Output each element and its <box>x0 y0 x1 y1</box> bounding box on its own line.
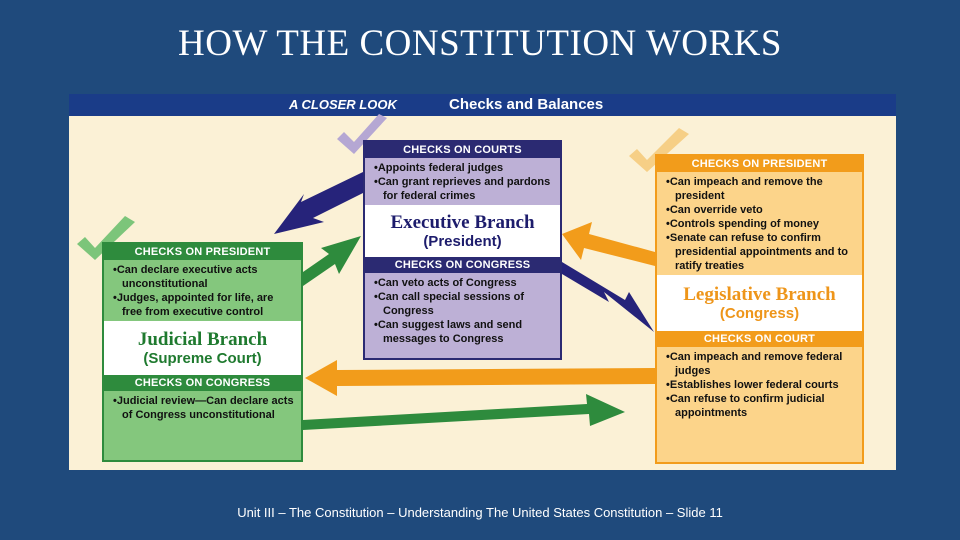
list-item: Can declare executive acts unconstitutio… <box>113 263 295 291</box>
judicial-branch-name: Judicial Branch (Supreme Court) <box>104 321 301 375</box>
legislative-subname: (Congress) <box>719 305 800 322</box>
judicial-top-list: Can declare executive acts unconstitutio… <box>104 260 301 321</box>
list-item: Controls spending of money <box>666 217 856 231</box>
list-item: Can call special sessions of Congress <box>374 290 554 318</box>
list-item: Can refuse to confirm judicial appointme… <box>666 392 856 420</box>
legislative-bottom-list: Can impeach and remove federal judges Es… <box>657 347 862 422</box>
legislative-name: Legislative Branch <box>683 284 836 305</box>
judicial-subname: (Supreme Court) <box>143 350 262 367</box>
list-item: Can veto acts of Congress <box>374 276 554 290</box>
executive-name: Executive Branch <box>390 212 535 233</box>
executive-top-list: Appoints federal judges Can grant reprie… <box>365 158 560 205</box>
executive-branch-box: CHECKS ON COURTS Appoints federal judges… <box>363 140 562 360</box>
judicial-bottom-list: Judicial review—Can declare acts of Cong… <box>104 391 301 424</box>
arrow-judicial-to-legislative <box>303 394 625 430</box>
executive-check-icon <box>337 114 387 154</box>
judicial-branch-box: CHECKS ON PRESIDENT Can declare executiv… <box>102 242 303 462</box>
legislative-check-icon <box>629 128 689 172</box>
slide-title: HOW THE CONSTITUTION WORKS <box>178 23 782 64</box>
arrow-executive-to-legislative <box>562 262 654 332</box>
arrow-judicial-to-executive <box>303 236 361 286</box>
judicial-bottom-heading: CHECKS ON CONGRESS <box>104 375 301 391</box>
judicial-name: Judicial Branch <box>137 329 268 350</box>
executive-branch-name: Executive Branch (President) <box>365 205 560 257</box>
legislative-top-heading: CHECKS ON PRESIDENT <box>657 156 862 172</box>
judicial-top-heading: CHECKS ON PRESIDENT <box>104 244 301 260</box>
list-item: Senate can refuse to confirm presidentia… <box>666 231 856 273</box>
figure-topic: Checks and Balances <box>449 96 604 113</box>
slide-footer: Unit III – The Constitution – Understand… <box>237 505 723 520</box>
list-item: Can suggest laws and send messages to Co… <box>374 318 554 346</box>
legislative-bottom-heading: CHECKS ON COURT <box>657 331 862 347</box>
list-item: Can impeach and remove the president <box>666 175 856 203</box>
arrow-legislative-to-executive <box>562 222 655 266</box>
legislative-branch-name: Legislative Branch (Congress) <box>657 275 862 331</box>
arrow-legislative-to-judicial <box>305 360 655 396</box>
judicial-check-icon <box>77 216 135 260</box>
list-item: Establishes lower federal courts <box>666 378 856 392</box>
figure-kicker: A CLOSER LOOK <box>289 97 397 112</box>
legislative-branch-box: CHECKS ON PRESIDENT Can impeach and remo… <box>655 154 864 464</box>
checks-and-balances-figure: A CLOSER LOOK Checks and Balances CHECKS… <box>69 94 896 470</box>
arrow-executive-to-judicial <box>274 172 369 234</box>
executive-subname: (President) <box>423 233 502 250</box>
executive-bottom-heading: CHECKS ON CONGRESS <box>365 257 560 273</box>
figure-header: A CLOSER LOOK Checks and Balances <box>69 94 896 116</box>
executive-top-heading: CHECKS ON COURTS <box>365 142 560 158</box>
legislative-top-list: Can impeach and remove the president Can… <box>657 172 862 275</box>
arrows-layer <box>77 114 689 430</box>
executive-bottom-list: Can veto acts of Congress Can call speci… <box>365 273 560 348</box>
list-item: Appoints federal judges <box>374 161 554 175</box>
list-item: Can grant reprieves and pardons for fede… <box>374 175 554 203</box>
list-item: Can override veto <box>666 203 856 217</box>
list-item: Can impeach and remove federal judges <box>666 350 856 378</box>
list-item: Judges, appointed for life, are free fro… <box>113 291 295 319</box>
list-item: Judicial review—Can declare acts of Cong… <box>113 394 295 422</box>
